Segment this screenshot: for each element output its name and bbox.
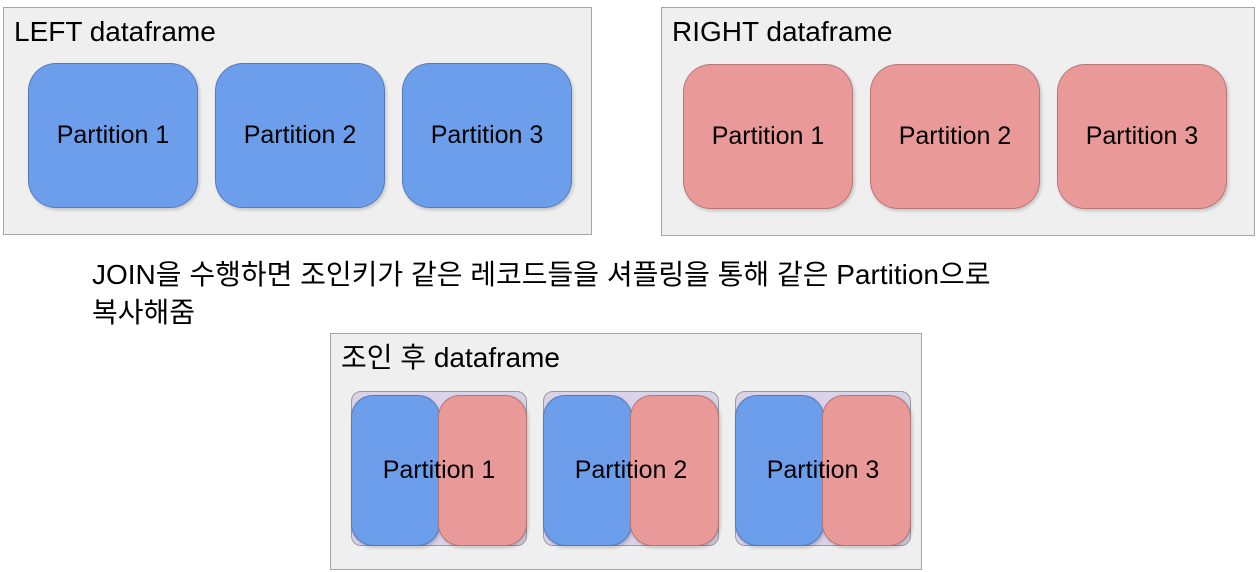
right-half-shape (438, 395, 527, 546)
joined-partition-row: Partition 1 Partition 2 Partition 3 (351, 391, 911, 546)
left-partition-2: Partition 2 (215, 63, 385, 208)
joined-partition-3: Partition 3 (735, 391, 911, 546)
right-half-shape (630, 395, 719, 546)
right-partition-2: Partition 2 (870, 64, 1040, 209)
joined-dataframe-title: 조인 후 dataframe (341, 342, 560, 373)
joined-partition-1: Partition 1 (351, 391, 527, 546)
left-dataframe-panel: LEFT dataframe Partition 1 Partition 2 P… (3, 7, 592, 235)
joined-partition-2: Partition 2 (543, 391, 719, 546)
right-partition-1: Partition 1 (683, 64, 853, 209)
left-half-shape (351, 395, 440, 546)
left-half-shape (543, 395, 632, 546)
joined-partition-label: Partition 1 (382, 456, 496, 484)
join-explanation-line-1: JOIN을 수행하면 조인키가 같은 레코드들을 셔플링을 통해 같은 Part… (92, 259, 991, 290)
joined-partition-label: Partition 3 (766, 456, 880, 484)
joined-dataframe-panel: 조인 후 dataframe Partition 1 Partition 2 P… (330, 333, 922, 570)
right-dataframe-panel: RIGHT dataframe Partition 1 Partition 2 … (661, 7, 1255, 236)
left-dataframe-title: LEFT dataframe (14, 16, 216, 47)
join-explanation-text: JOIN을 수행하면 조인키가 같은 레코드들을 셔플링을 통해 같은 Part… (92, 256, 991, 332)
right-partition-row: Partition 1 Partition 2 Partition 3 (683, 64, 1227, 209)
right-dataframe-title: RIGHT dataframe (672, 16, 893, 47)
joined-partition-label: Partition 2 (574, 456, 688, 484)
left-partition-3: Partition 3 (402, 63, 572, 208)
right-partition-3: Partition 3 (1057, 64, 1227, 209)
left-half-shape (735, 395, 824, 546)
join-explanation-line-2: 복사해줌 (92, 297, 196, 328)
left-partition-row: Partition 1 Partition 2 Partition 3 (28, 63, 572, 208)
left-partition-1: Partition 1 (28, 63, 198, 208)
right-half-shape (822, 395, 911, 546)
